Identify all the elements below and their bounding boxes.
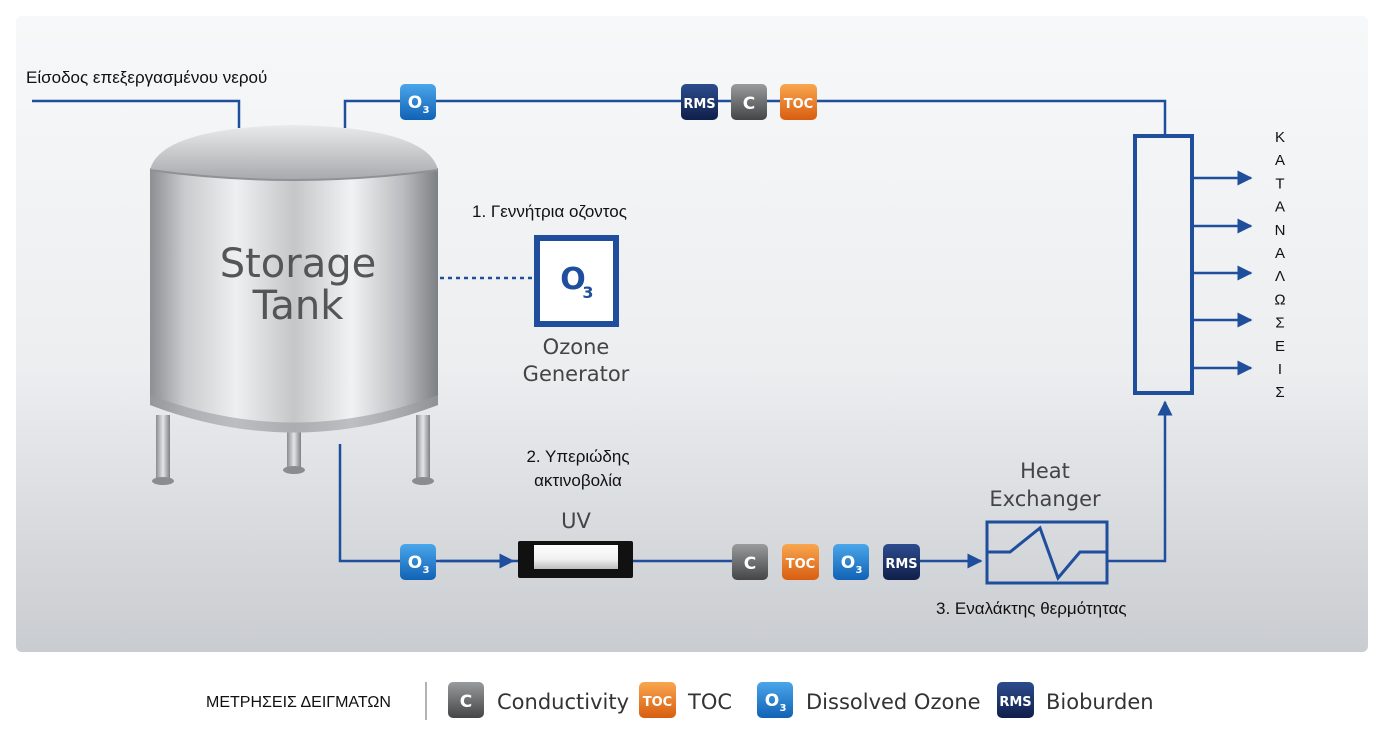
conductivity-badge: C xyxy=(731,84,767,120)
uv-label: UV xyxy=(561,509,591,533)
svg-text:O: O xyxy=(408,553,422,573)
uv-step-label-line2: ακτινοβολία xyxy=(534,471,622,490)
toc-badge: TOC xyxy=(782,544,819,580)
svg-text:3: 3 xyxy=(780,703,787,714)
consumer-outlets xyxy=(1192,170,1253,376)
storage-tank: Storage Tank xyxy=(149,125,439,485)
consumers-letter: Ν xyxy=(1275,222,1286,239)
legend-conductivity-badge: C xyxy=(448,682,484,718)
tank-foot xyxy=(412,477,434,485)
heat-step-label: 3. Εναλάκτης θερμότητας xyxy=(936,599,1127,618)
tank-leg xyxy=(156,415,170,480)
ozone-generator-label-line1: Ozone xyxy=(543,335,610,359)
ozone-generator-o: O xyxy=(560,262,586,297)
consumers-letter: Λ xyxy=(1275,268,1285,285)
svg-text:3: 3 xyxy=(423,105,430,116)
legend: ΜΕΤΡΗΣΕΙΣ ΔΕΙΓΜΑΤΩΝ C Conductivity TOC T… xyxy=(206,682,1154,720)
svg-text:RMS: RMS xyxy=(885,557,917,572)
legend-title: ΜΕΤΡΗΣΕΙΣ ΔΕΙΓΜΑΤΩΝ xyxy=(206,694,391,711)
ozone-badge: O 3 xyxy=(400,544,436,580)
tank-body xyxy=(150,168,438,433)
consumers-letter: Α xyxy=(1275,245,1285,262)
legend-toc-badge: TOC xyxy=(639,682,676,718)
consumers-letter: Σ xyxy=(1275,315,1284,332)
heat-exchanger-label-line2: Exchanger xyxy=(989,487,1101,511)
consumers-letter: Ι xyxy=(1278,361,1282,378)
svg-text:RMS: RMS xyxy=(683,97,715,112)
ozone-generator-sub: 3 xyxy=(582,283,593,302)
heat-exchanger-curve xyxy=(987,525,1107,581)
tank-leg xyxy=(416,415,430,480)
inlet-label: Είσοδος επεξεργασμένου νερού xyxy=(26,68,267,87)
svg-text:3: 3 xyxy=(856,565,863,576)
svg-text:O: O xyxy=(841,553,855,573)
consumers-letter: Κ xyxy=(1275,129,1285,146)
uv-lamp xyxy=(534,545,618,569)
svg-text:TOC: TOC xyxy=(786,557,815,572)
tank-foot xyxy=(152,477,174,485)
svg-text:TOC: TOC xyxy=(784,97,813,112)
legend-ozone-badge: O 3 xyxy=(757,682,793,718)
legend-ozone-label: Dissolved Ozone xyxy=(806,690,981,714)
legend-toc-label: TOC xyxy=(687,690,732,714)
legend-bioburden-label: Bioburden xyxy=(1046,690,1154,714)
legend-rms-badge: RMS xyxy=(997,682,1034,718)
ozone-step-label: 1. Γεννήτρια οζοντος xyxy=(472,202,627,221)
consumers-letter: Σ xyxy=(1275,384,1284,401)
toc-badge: TOC xyxy=(780,84,817,120)
conductivity-badge: C xyxy=(732,544,768,580)
consumers-letter: Α xyxy=(1275,199,1285,216)
legend-conductivity-label: Conductivity xyxy=(497,690,629,714)
ozone-badge: O 3 xyxy=(400,84,436,120)
tank-foot xyxy=(283,466,305,474)
svg-text:C: C xyxy=(743,94,755,114)
tank-dome xyxy=(150,125,438,180)
svg-text:C: C xyxy=(460,692,472,712)
ozone-generator-box xyxy=(534,235,619,327)
consumers-letter: Ε xyxy=(1275,338,1285,355)
svg-text:O: O xyxy=(408,93,422,113)
distribution-manifold xyxy=(1133,134,1194,395)
heat-exchanger-label-line1: Heat xyxy=(1020,459,1070,483)
inlet-pipe xyxy=(32,99,241,128)
tank-bottom-ring xyxy=(150,395,438,433)
rms-badge: RMS xyxy=(681,84,718,120)
svg-text:C: C xyxy=(744,554,756,574)
pipe-heat-to-manifold xyxy=(1107,400,1173,563)
consumers-letter: Α xyxy=(1275,152,1285,169)
svg-text:RMS: RMS xyxy=(999,695,1031,710)
rms-badge: RMS xyxy=(883,544,920,580)
tank-label-line2: Tank xyxy=(252,283,345,329)
tank-rim xyxy=(149,169,439,181)
consumers-letter: Τ xyxy=(1275,175,1284,192)
consumers-letter: Ω xyxy=(1274,291,1285,308)
tank-leg xyxy=(287,425,301,470)
svg-text:TOC: TOC xyxy=(643,695,672,710)
svg-text:3: 3 xyxy=(423,565,430,576)
ozone-badge: O 3 xyxy=(833,544,869,580)
svg-text:O: O xyxy=(765,691,779,711)
tank-label-line1: Storage xyxy=(220,241,377,287)
ozone-generator-label-line2: Generator xyxy=(523,362,630,386)
uv-step-label-line1: 2. Υπεριώδης xyxy=(526,447,629,466)
